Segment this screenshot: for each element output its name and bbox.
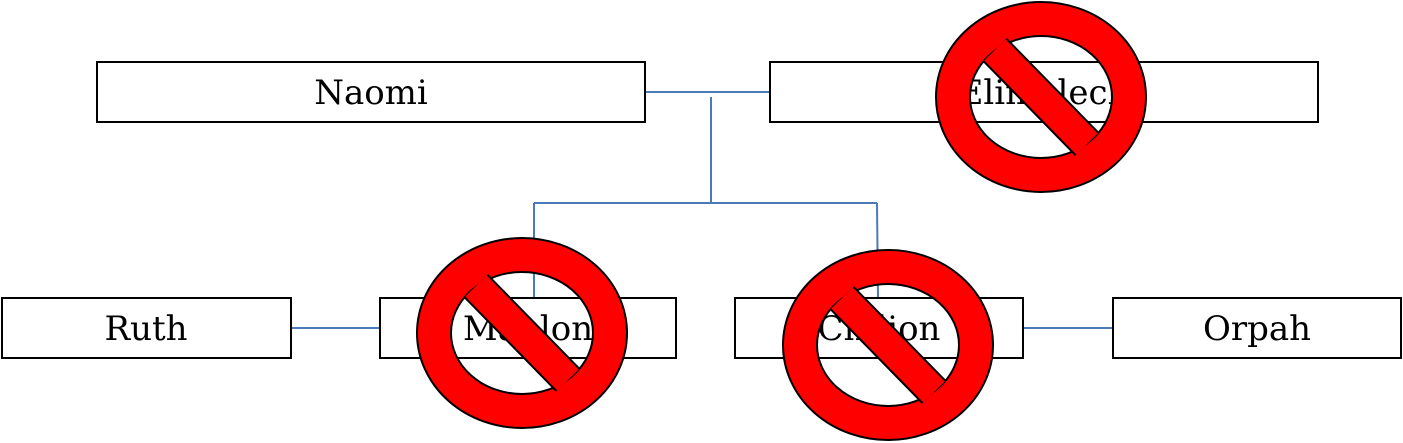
- node-box: [1112, 297, 1402, 359]
- prohibition-icon: [782, 249, 994, 441]
- node-label: Orpah: [1203, 309, 1311, 349]
- connectors: [291, 91, 1113, 329]
- node-box: [1, 297, 292, 359]
- node-label: Ruth: [104, 309, 187, 349]
- node-naomi: Naomi: [96, 61, 646, 123]
- node-ruth: Ruth: [1, 297, 292, 359]
- node-label: Naomi: [314, 73, 428, 113]
- prohibition-icon: [935, 1, 1147, 193]
- prohibition-icon: [416, 237, 628, 429]
- node-orpah: Orpah: [1112, 297, 1402, 359]
- node-box: [96, 61, 646, 123]
